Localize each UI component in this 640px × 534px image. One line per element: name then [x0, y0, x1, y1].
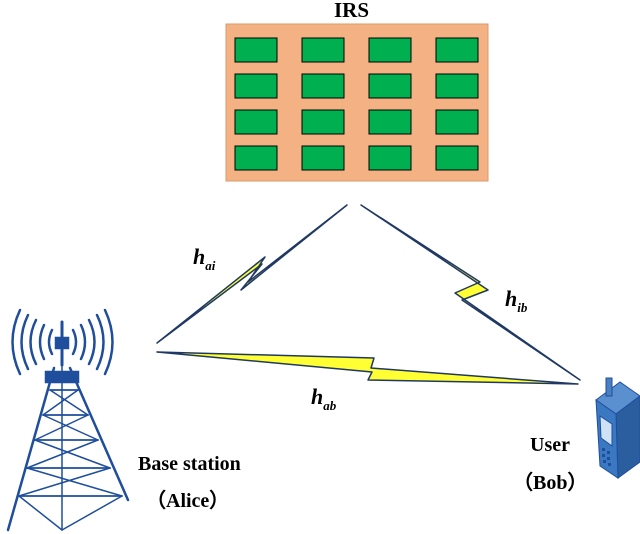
- base-station-tower-icon: [6, 308, 130, 532]
- irs-element: [234, 109, 278, 135]
- mobile-phone-icon: [595, 377, 640, 479]
- irs-element: [368, 145, 412, 171]
- base-station-name: （Alice）: [146, 490, 230, 512]
- channel-label-ib: hib: [505, 286, 528, 315]
- irs-element: [301, 73, 345, 99]
- irs-element: [368, 73, 412, 99]
- irs-label: IRS: [334, 0, 370, 22]
- irs-element: [301, 37, 345, 63]
- channel-symbol: h: [505, 286, 518, 311]
- irs-element-grid: [234, 37, 479, 171]
- channel-subscript: ai: [205, 258, 216, 273]
- irs-element: [234, 73, 278, 99]
- irs-element: [435, 109, 479, 135]
- base-station-label: Base station: [138, 453, 241, 475]
- irs-element: [301, 145, 345, 171]
- channel-label-ai: hai: [193, 244, 216, 273]
- channel-subscript: ab: [323, 398, 337, 413]
- irs-element: [301, 109, 345, 135]
- user-name: （Bob）: [513, 472, 588, 494]
- irs-element: [234, 145, 278, 171]
- channel-subscript: ib: [517, 300, 528, 315]
- irs-element: [368, 109, 412, 135]
- irs-element: [368, 37, 412, 63]
- irs-element: [435, 145, 479, 171]
- channel-label-ab: hab: [311, 384, 337, 413]
- user-label: User: [530, 434, 570, 456]
- channel-bolt-ab: [156, 351, 579, 385]
- irs-element: [435, 37, 479, 63]
- channel-bolt-ib: [360, 204, 581, 381]
- channel-symbol: h: [193, 244, 206, 269]
- irs-element: [435, 73, 479, 99]
- irs-element: [234, 37, 278, 63]
- channel-symbol: h: [311, 384, 324, 409]
- channel-bolt-ai: [156, 204, 348, 344]
